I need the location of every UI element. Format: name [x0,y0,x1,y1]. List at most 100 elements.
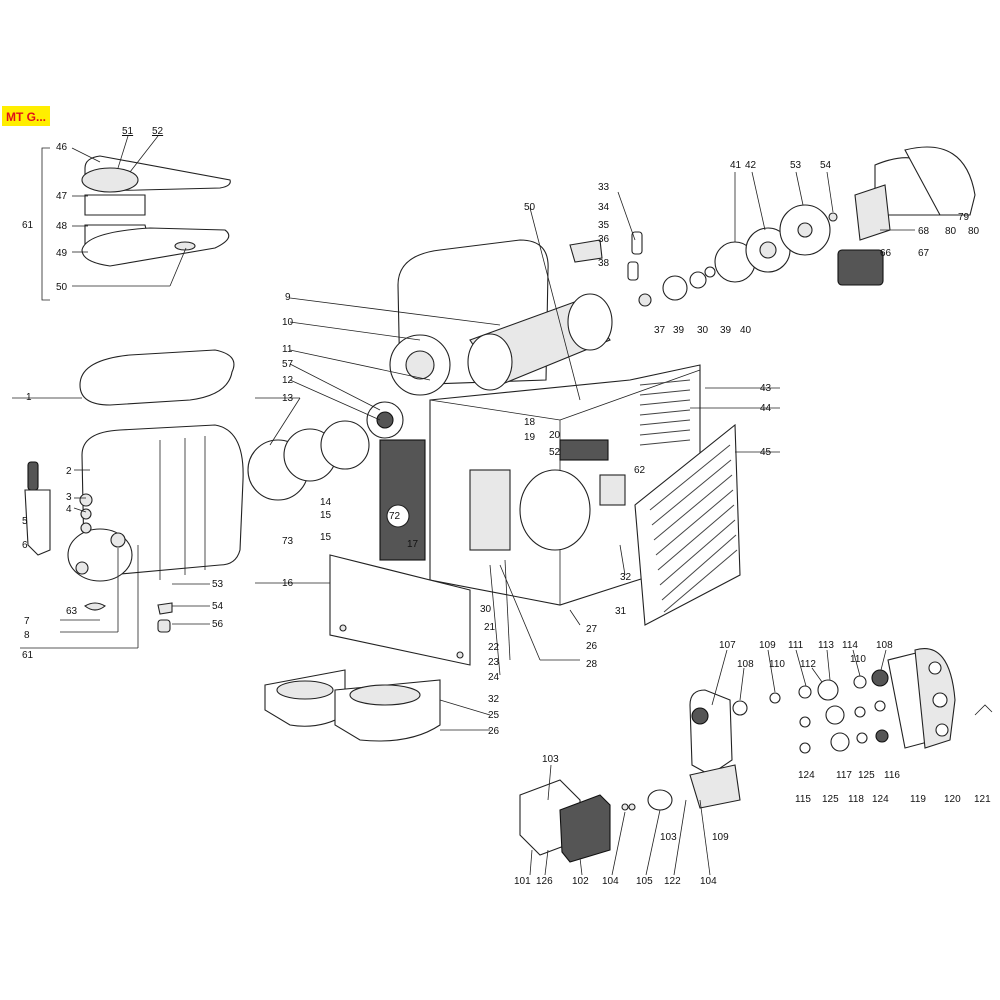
front-panel-16 [329,554,471,666]
model-badge: MT G... [2,106,50,126]
label-12: 12 [282,375,294,386]
label-22: 22 [488,642,500,653]
tap-handle-part [27,461,39,491]
label-15b: 15 [320,532,332,543]
drain-cap-63 [84,602,106,611]
label-61-bottom: 61 [22,650,34,661]
label-31: 31 [615,606,627,617]
label-35: 35 [598,220,610,231]
label-39a: 39 [673,325,685,336]
label-56: 56 [212,619,224,630]
machine-body-group: 9 10 11 57 12 13 14 15 15 73 72 17 16 50… [247,182,780,742]
label-6: 6 [22,540,28,551]
shaft-support [689,764,741,809]
label-67: 67 [918,248,930,259]
label-46: 46 [56,142,68,153]
label-32-right: 32 [620,572,632,583]
label-38: 38 [598,258,610,269]
label-53: 53 [212,579,224,590]
label-54-right: 54 [820,160,832,171]
label-103a: 103 [542,754,559,765]
label-13: 13 [282,393,294,404]
label-104b: 104 [700,876,717,887]
label-62: 62 [634,465,646,476]
label-118: 118 [848,794,864,805]
gearbox-bracket [689,689,733,776]
label-116: 116 [884,770,900,781]
label-28: 28 [586,659,598,670]
label-66: 66 [880,248,892,259]
label-52-center: 52 [549,447,561,458]
label-54: 54 [212,601,224,612]
label-108b: 108 [876,640,893,651]
label-103b: 103 [660,832,677,843]
label-8: 8 [24,630,30,641]
label-49: 49 [56,248,68,259]
label-111: 111 [788,640,804,651]
compressor [519,469,591,551]
label-17: 17 [407,539,419,550]
bowl-assembly-group: 1 2 3 4 5 6 63 7 8 61 53 54 56 [12,349,244,661]
label-44: 44 [760,403,772,414]
label-11: 11 [282,344,293,355]
label-109-bottom: 109 [712,832,729,843]
label-30-top: 30 [697,325,709,336]
label-39b: 39 [720,325,732,336]
label-105: 105 [636,876,653,887]
label-9: 9 [285,292,291,303]
label-117: 117 [836,770,852,781]
label-101: 101 [514,876,531,887]
label-16: 16 [282,578,294,589]
label-119: 119 [910,794,926,805]
label-10: 10 [282,317,294,328]
label-40: 40 [740,325,752,336]
label-26-bottom: 26 [488,726,500,737]
label-1: 1 [26,392,32,403]
label-80a: 80 [945,226,957,237]
label-15a: 15 [320,510,332,521]
condenser-block [379,439,426,561]
label-43: 43 [760,383,772,394]
label-122: 122 [664,876,681,887]
label-113: 113 [818,640,834,651]
motor-coil-102 [559,794,611,863]
label-47: 47 [56,191,68,202]
label-18: 18 [524,417,536,428]
bracket-67 [854,184,891,241]
label-125a: 125 [822,794,839,805]
control-board-52 [559,439,609,461]
motor-cover-group: 41 42 53 54 66 67 68 80 79 80 [714,146,980,286]
label-112: 112 [800,659,816,670]
capacitor-105 [647,789,673,811]
label-32-bottom: 32 [488,694,500,705]
label-124a: 124 [798,770,815,781]
cover-79 [904,146,976,216]
clip-121 [974,704,993,716]
label-41: 41 [730,160,742,171]
label-50-lid: 50 [56,282,68,293]
label-53-right: 53 [790,160,802,171]
label-125b: 125 [858,770,875,781]
lid-assembly-group: 46 51 52 47 61 48 49 50 [22,126,231,301]
label-24: 24 [488,672,500,683]
label-36: 36 [598,234,610,245]
label-30: 30 [480,604,492,615]
label-73: 73 [282,536,294,547]
label-124b: 124 [872,794,889,805]
label-26: 26 [586,641,598,652]
label-110b: 110 [850,654,866,665]
label-114: 114 [842,640,858,651]
label-14: 14 [320,497,332,508]
label-51: 51 [122,126,134,137]
label-52: 52 [152,126,164,137]
label-23: 23 [488,657,500,668]
lid-ring-part [81,167,139,193]
motor-66 [837,249,884,286]
lid-band-47 [84,194,146,216]
label-109: 109 [759,640,776,651]
label-25: 25 [488,710,500,721]
label-61-top: 61 [22,220,34,231]
label-104a: 104 [602,876,619,887]
label-4: 4 [66,504,72,515]
label-115a: 115 [795,794,811,805]
